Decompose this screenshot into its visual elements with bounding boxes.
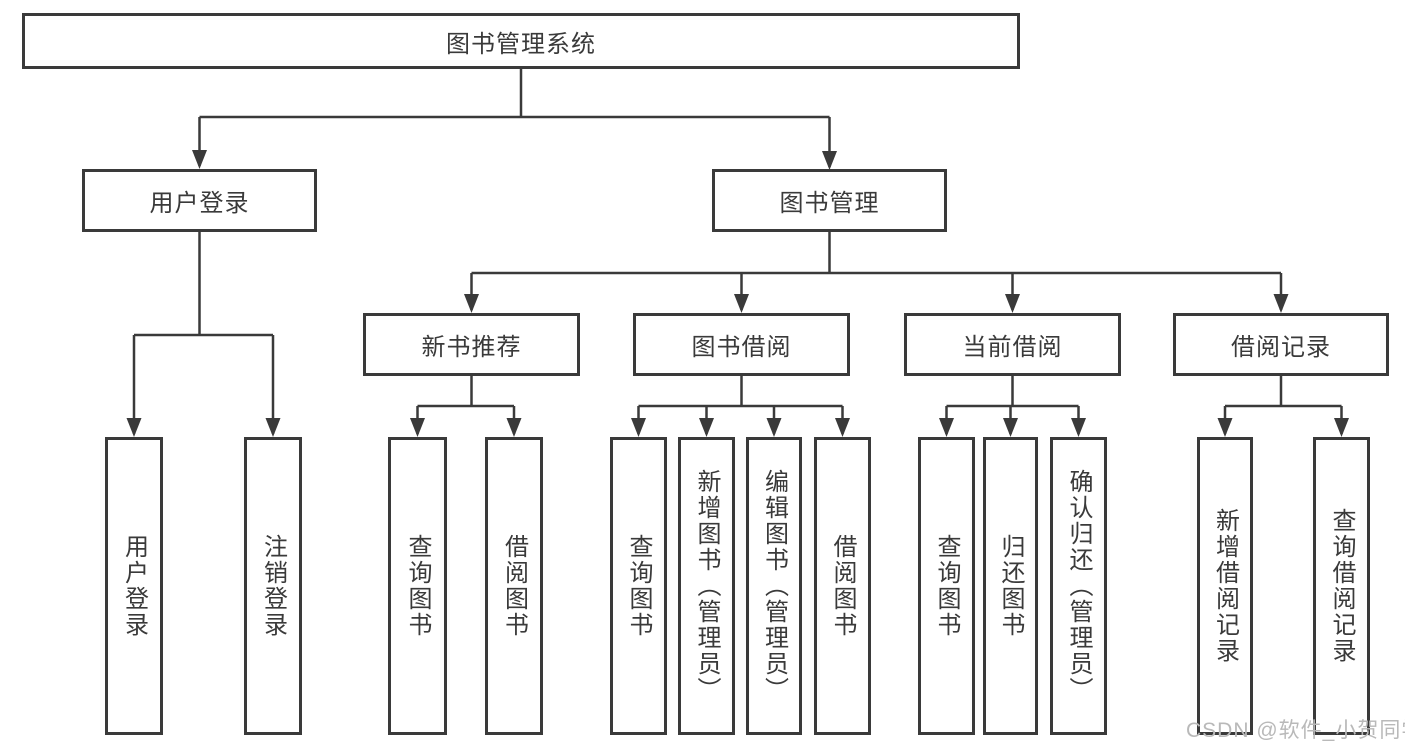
csdn-watermark: CSDN @软件_小贺同学 bbox=[1186, 719, 1405, 742]
node-borrowing-records: 借阅记录 bbox=[1173, 313, 1389, 376]
leaf-query-books-current: 查询图书 bbox=[918, 437, 975, 735]
node-library-management-system: 图书管理系统 bbox=[22, 13, 1020, 69]
leaf-query-books-recommend: 查询图书 bbox=[388, 437, 447, 735]
leaf-return-books: 归还图书 bbox=[983, 437, 1038, 735]
node-new-book-recommendation: 新书推荐 bbox=[363, 313, 580, 376]
leaf-logout-login: 注销登录 bbox=[244, 437, 302, 735]
leaf-confirm-return-admin: 确认归还（管理员） bbox=[1050, 437, 1107, 735]
node-book-management: 图书管理 bbox=[712, 169, 947, 232]
leaf-borrow-books-borrowing: 借阅图书 bbox=[814, 437, 871, 735]
leaf-query-borrow-record: 查询借阅记录 bbox=[1313, 437, 1370, 735]
node-current-borrowing: 当前借阅 bbox=[904, 313, 1121, 376]
leaf-add-borrow-record: 新增借阅记录 bbox=[1197, 437, 1253, 735]
node-user-login: 用户登录 bbox=[82, 169, 317, 232]
leaf-query-books-borrowing: 查询图书 bbox=[610, 437, 667, 735]
node-book-borrowing: 图书借阅 bbox=[633, 313, 850, 376]
leaf-add-book-admin: 新增图书（管理员） bbox=[678, 437, 735, 735]
leaf-user-login: 用户登录 bbox=[105, 437, 163, 735]
connector-paths bbox=[132, 69, 1343, 434]
leaf-borrow-books-recommend: 借阅图书 bbox=[485, 437, 543, 735]
leaf-edit-book-admin: 编辑图书（管理员） bbox=[746, 437, 802, 735]
